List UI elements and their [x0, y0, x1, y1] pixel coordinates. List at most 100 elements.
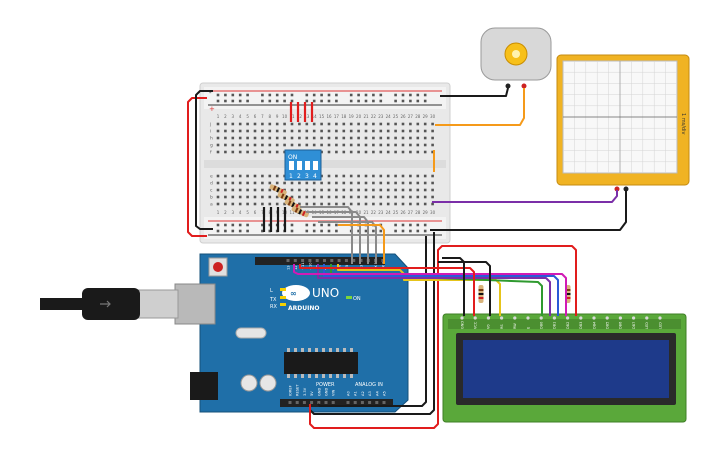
rail-hole[interactable]	[305, 229, 309, 233]
wire-gray-3[interactable]	[312, 216, 369, 264]
breadboard-hole[interactable]	[275, 122, 279, 126]
breadboard-hole[interactable]	[327, 188, 331, 192]
breadboard-hole[interactable]	[290, 188, 294, 192]
breadboard-hole[interactable]	[364, 188, 368, 192]
wire-orange-arduino[interactable]	[338, 224, 385, 264]
breadboard-hole[interactable]	[431, 195, 434, 199]
breadboard-hole[interactable]	[290, 195, 294, 199]
breadboard-hole[interactable]	[283, 202, 286, 206]
rail-hole[interactable]	[416, 223, 420, 227]
rail-hole[interactable]	[320, 223, 323, 227]
breadboard-hole[interactable]	[416, 122, 420, 126]
breadboard-hole[interactable]	[409, 143, 412, 147]
breadboard-hole[interactable]	[312, 122, 316, 126]
rail-hole[interactable]	[335, 93, 338, 97]
breadboard-hole[interactable]	[379, 181, 383, 185]
rail-hole[interactable]	[261, 229, 264, 233]
breadboard-hole[interactable]	[416, 188, 420, 192]
breadboard-hole[interactable]	[379, 202, 383, 206]
breadboard-hole[interactable]	[238, 195, 242, 199]
lcd-pin[interactable]	[566, 316, 570, 320]
rail-hole[interactable]	[364, 93, 368, 97]
breadboard-hole[interactable]	[224, 174, 227, 178]
breadboard-hole[interactable]	[224, 181, 227, 185]
lcd-pin[interactable]	[618, 316, 623, 320]
scope-terminal-minus[interactable]	[623, 186, 629, 192]
digital-pin-socket[interactable]	[286, 259, 290, 262]
digital-pin-socket[interactable]	[308, 259, 312, 262]
rail-hole[interactable]	[312, 99, 316, 103]
rail-hole[interactable]	[224, 223, 227, 227]
rail-hole[interactable]	[224, 229, 227, 233]
breadboard-hole[interactable]	[394, 150, 397, 154]
breadboard-hole[interactable]	[394, 136, 397, 140]
breadboard-hole[interactable]	[364, 150, 368, 154]
breadboard-hole[interactable]	[253, 202, 257, 206]
breadboard-hole[interactable]	[416, 143, 420, 147]
breadboard-hole[interactable]	[312, 143, 316, 147]
breadboard-hole[interactable]	[409, 150, 412, 154]
dip-toggle-2[interactable]	[297, 161, 302, 170]
breadboard-resistors[interactable]	[269, 184, 309, 218]
lcd-pin[interactable]	[605, 316, 609, 320]
breadboard-hole[interactable]	[372, 202, 375, 206]
rail-hole[interactable]	[357, 229, 360, 233]
breadboard-hole[interactable]	[238, 181, 242, 185]
rail-hole[interactable]	[401, 99, 405, 103]
digital-pin-socket[interactable]	[315, 259, 319, 262]
breadboard-hole[interactable]	[379, 129, 383, 133]
breadboard-hole[interactable]	[342, 129, 346, 133]
breadboard-hole[interactable]	[238, 150, 242, 154]
breadboard-hole[interactable]	[283, 129, 286, 133]
rail-hole[interactable]	[416, 93, 420, 97]
breadboard-hole[interactable]	[409, 122, 412, 126]
breadboard-hole[interactable]	[431, 202, 434, 206]
breadboard-hole[interactable]	[335, 150, 338, 154]
breadboard-hole[interactable]	[401, 195, 405, 199]
rail-hole[interactable]	[268, 99, 272, 103]
rail-hole[interactable]	[327, 229, 331, 233]
breadboard-hole[interactable]	[364, 181, 368, 185]
breadboard-hole[interactable]	[231, 150, 235, 154]
breadboard-hole[interactable]	[290, 143, 294, 147]
digital-pin-socket[interactable]	[337, 259, 341, 262]
breadboard-hole[interactable]	[357, 136, 360, 140]
breadboard-hole[interactable]	[261, 122, 264, 126]
breadboard-hole[interactable]	[386, 195, 390, 199]
breadboard-hole[interactable]	[268, 202, 272, 206]
breadboard-hole[interactable]	[431, 150, 434, 154]
breadboard-hole[interactable]	[261, 150, 264, 154]
rail-hole[interactable]	[401, 223, 405, 227]
breadboard-hole[interactable]	[305, 181, 309, 185]
breadboard-hole[interactable]	[401, 129, 405, 133]
breadboard-hole[interactable]	[305, 143, 309, 147]
breadboard-hole[interactable]	[261, 136, 264, 140]
breadboard-hole[interactable]	[379, 136, 383, 140]
rail-hole[interactable]	[423, 223, 427, 227]
breadboard-hole[interactable]	[290, 136, 294, 140]
breadboard-hole[interactable]	[394, 143, 397, 147]
breadboard-hole[interactable]	[349, 129, 353, 133]
breadboard-hole[interactable]	[275, 202, 279, 206]
dc-motor[interactable]	[480, 27, 552, 89]
digital-pin-socket[interactable]	[323, 259, 326, 262]
breadboard-hole[interactable]	[320, 202, 323, 206]
rail-hole[interactable]	[379, 99, 383, 103]
breadboard-hole[interactable]	[327, 143, 331, 147]
breadboard-hole[interactable]	[423, 143, 427, 147]
rail-hole[interactable]	[335, 223, 338, 227]
breadboard-hole[interactable]	[238, 188, 242, 192]
rail-hole[interactable]	[423, 99, 427, 103]
breadboard-hole[interactable]	[372, 195, 375, 199]
breadboard-hole[interactable]	[386, 143, 390, 147]
breadboard-hole[interactable]	[261, 174, 264, 178]
breadboard-hole[interactable]	[275, 136, 279, 140]
breadboard-hole[interactable]	[327, 174, 331, 178]
breadboard-hole[interactable]	[246, 195, 249, 199]
rail-hole[interactable]	[409, 93, 412, 97]
breadboard-hole[interactable]	[320, 129, 323, 133]
breadboard-hole[interactable]	[409, 202, 412, 206]
rail-hole[interactable]	[320, 229, 323, 233]
rail-hole[interactable]	[216, 99, 220, 103]
breadboard-hole[interactable]	[423, 181, 427, 185]
